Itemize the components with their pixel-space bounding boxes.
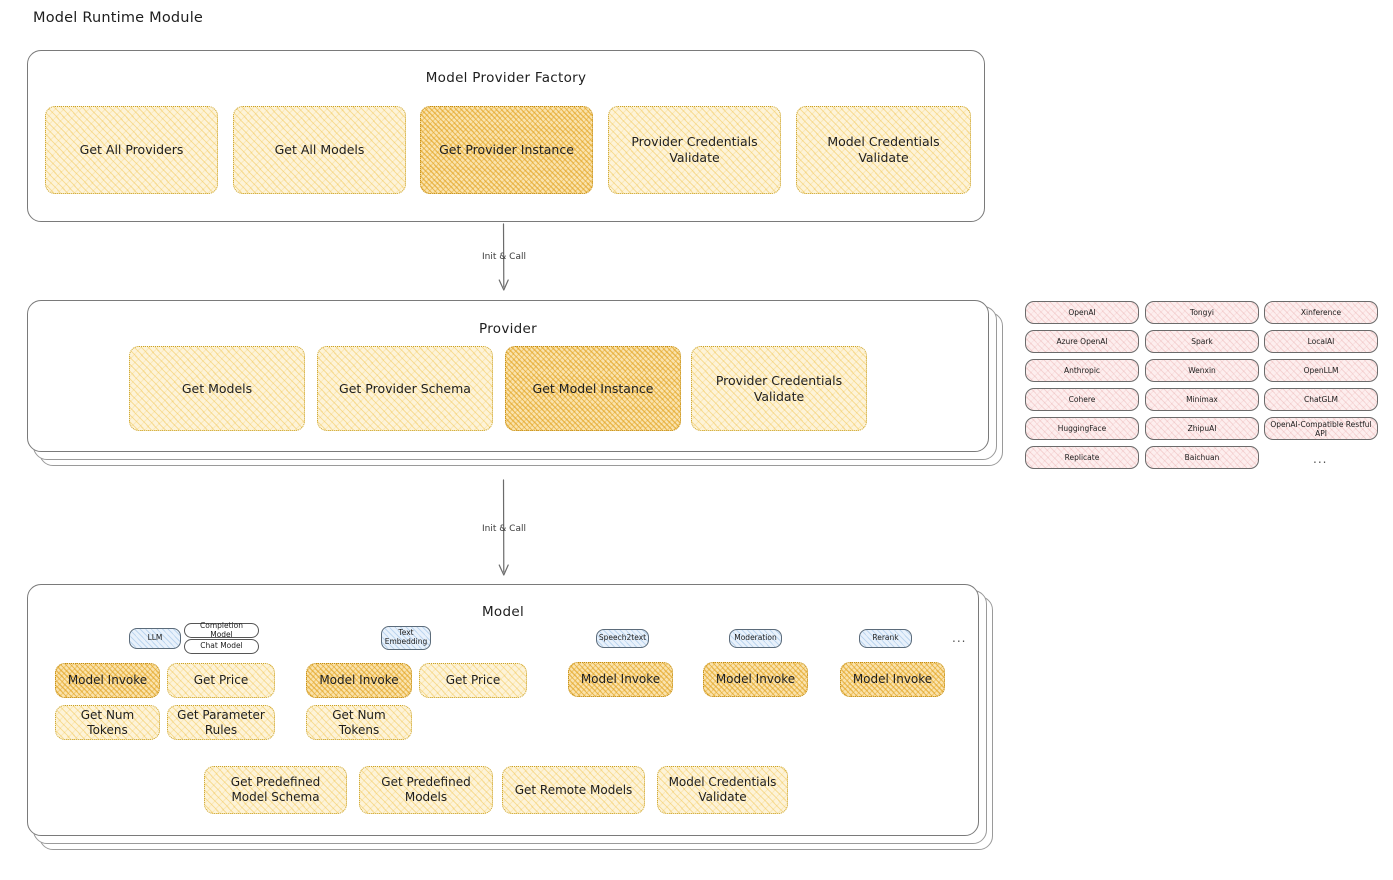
provider-cell-get-provider-schema[interactable]: Get Provider Schema xyxy=(317,346,493,431)
model-textembedding-cell-model-invoke[interactable]: Model Invoke xyxy=(306,663,412,698)
provider-chip-openai[interactable]: OpenAI xyxy=(1025,301,1139,324)
model-textembedding-cell-get-num-tokens[interactable]: Get Num Tokens xyxy=(306,705,412,740)
provider-chip-minimax[interactable]: Minimax xyxy=(1145,388,1259,411)
model-shared-cell-get-remote-models[interactable]: Get Remote Models xyxy=(502,766,645,814)
provider-cell-provider-credentials-validate[interactable]: Provider Credentials Validate xyxy=(691,346,867,431)
model-provider-factory-title: Model Provider Factory xyxy=(425,70,587,86)
provider-chip-huggingface[interactable]: HuggingFace xyxy=(1025,417,1139,440)
arrow-provider-to-model xyxy=(498,479,509,576)
provider-chip-azure-openai[interactable]: Azure OpenAI xyxy=(1025,330,1139,353)
model-shared-cell-get-predefined-model-schema[interactable]: Get Predefined Model Schema xyxy=(204,766,347,814)
model-moderation-cell-model-invoke[interactable]: Model Invoke xyxy=(703,662,808,697)
provider-chip-spark[interactable]: Spark xyxy=(1145,330,1259,353)
model-groups-more: ... xyxy=(952,631,967,645)
model-pill-rerank[interactable]: Rerank xyxy=(859,629,912,648)
page-title: Model Runtime Module xyxy=(33,10,204,26)
model-pill-speech2text[interactable]: Speech2text xyxy=(596,629,649,648)
factory-cell-model-credentials-validate[interactable]: Model Credentials Validate xyxy=(796,106,971,194)
model-llm-cell-get-parameter-rules[interactable]: Get Parameter Rules xyxy=(167,705,275,740)
model-rerank-cell-model-invoke[interactable]: Model Invoke xyxy=(840,662,945,697)
arrow-factory-to-provider xyxy=(498,223,509,291)
provider-chip-wenxin[interactable]: Wenxin xyxy=(1145,359,1259,382)
provider-list-more: ... xyxy=(1313,452,1328,466)
factory-cell-get-all-models[interactable]: Get All Models xyxy=(233,106,406,194)
model-subpill-chat-model[interactable]: Chat Model xyxy=(184,639,259,654)
factory-cell-get-provider-instance[interactable]: Get Provider Instance xyxy=(420,106,593,194)
model-speech2text-cell-model-invoke[interactable]: Model Invoke xyxy=(568,662,673,697)
provider-cell-get-models[interactable]: Get Models xyxy=(129,346,305,431)
provider-chip-xinference[interactable]: Xinference xyxy=(1264,301,1378,324)
provider-chip-replicate[interactable]: Replicate xyxy=(1025,446,1139,469)
arrow-label-init-call-1: Init & Call xyxy=(482,252,526,262)
model-shared-cell-model-credentials-validate[interactable]: Model Credentials Validate xyxy=(657,766,788,814)
provider-chip-baichuan[interactable]: Baichuan xyxy=(1145,446,1259,469)
provider-chip-anthropic[interactable]: Anthropic xyxy=(1025,359,1139,382)
model-llm-cell-get-num-tokens[interactable]: Get Num Tokens xyxy=(55,705,160,740)
provider-chip-cohere[interactable]: Cohere xyxy=(1025,388,1139,411)
provider-chip-zhipuai[interactable]: ZhipuAI xyxy=(1145,417,1259,440)
model-pill-moderation[interactable]: Moderation xyxy=(729,629,782,648)
provider-chip-openai-compatible-restful-api[interactable]: OpenAI-Compatible Restful API xyxy=(1264,417,1378,440)
provider-cell-get-model-instance[interactable]: Get Model Instance xyxy=(505,346,681,431)
provider-title: Provider xyxy=(479,321,537,337)
provider-chip-tongyi[interactable]: Tongyi xyxy=(1145,301,1259,324)
provider-chip-localai[interactable]: LocalAI xyxy=(1264,330,1378,353)
model-textembedding-cell-get-price[interactable]: Get Price xyxy=(419,663,527,698)
model-llm-cell-get-price[interactable]: Get Price xyxy=(167,663,275,698)
arrow-label-init-call-2: Init & Call xyxy=(482,524,526,534)
model-llm-cell-model-invoke[interactable]: Model Invoke xyxy=(55,663,160,698)
model-pill-llm[interactable]: LLM xyxy=(129,628,181,649)
provider-chip-openllm[interactable]: OpenLLM xyxy=(1264,359,1378,382)
model-shared-cell-get-predefined-models[interactable]: Get Predefined Models xyxy=(359,766,493,814)
model-subpill-completion-model[interactable]: Completion Model xyxy=(184,621,259,638)
provider-chip-chatglm[interactable]: ChatGLM xyxy=(1264,388,1378,411)
model-title: Model xyxy=(481,604,525,620)
factory-cell-get-all-providers[interactable]: Get All Providers xyxy=(45,106,218,194)
model-pill-text-embedding[interactable]: Text Embedding xyxy=(381,626,431,650)
factory-cell-provider-credentials-validate[interactable]: Provider Credentials Validate xyxy=(608,106,781,194)
